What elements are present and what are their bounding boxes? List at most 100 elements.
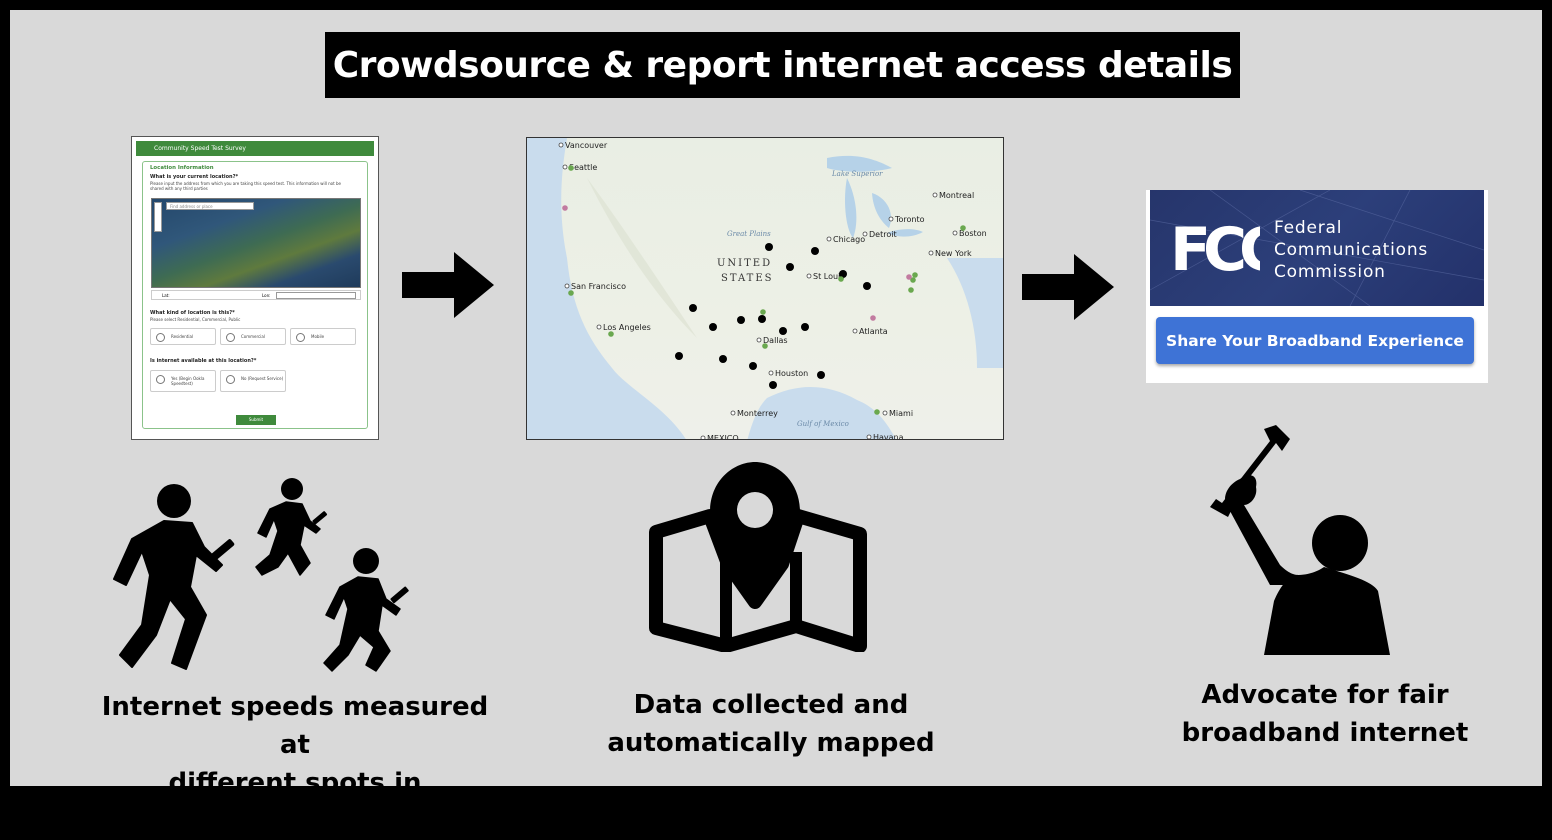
measurement-dot [960,225,966,231]
survey-location-map[interactable]: Find address or place [151,198,361,288]
city-marker [928,250,934,256]
lon-label: Lon: [262,293,271,298]
page-title: Crowdsource & report internet access det… [325,32,1240,98]
city-label: Havana [873,433,904,440]
city-marker [932,192,938,198]
city-label: Toronto [894,215,925,224]
city-marker [952,230,958,236]
measurement-dot [786,263,794,271]
step3-caption-line1: Advocate for fair [1201,680,1449,710]
gulf-shape [747,387,896,439]
survey-submit-button[interactable]: Submit [236,415,276,425]
city-label: Boston [959,229,987,238]
lake-erie-shape [887,229,923,237]
city-marker [768,370,774,376]
measurement-dot [719,355,727,363]
advocate-pen-icon [1210,425,1390,655]
map-country-label-2: STATES [721,273,773,284]
city-label: Houston [775,369,808,378]
survey-question-type-help: Please select Residential, Commercial, P… [150,317,241,322]
step1-caption-line2: different spots in community [168,768,422,836]
option-commercial[interactable]: Commercial [220,328,286,345]
option-residential[interactable]: Residential [150,328,216,345]
speed-map[interactable]: UNITED STATES Great Plains Lake Superior… [526,137,1004,440]
city-label: Vancouver [565,141,608,150]
city-marker [888,216,894,222]
fcc-banner: FCC Federal Communications Commission [1150,190,1484,306]
option-yes[interactable]: Yes (Begin Ookla Speedtest) [150,370,216,392]
measurement-dot [906,274,912,280]
share-broadband-button[interactable]: Share Your Broadband Experience [1156,317,1474,364]
city-marker [558,142,564,148]
measurement-dot [568,165,574,171]
lake-huron-shape [872,193,892,228]
step2-caption: Data collected and automatically mapped [590,686,952,762]
measurement-dot [863,282,871,290]
city-marker [866,434,872,439]
measurement-dot [709,323,717,331]
city-label: San Francisco [571,282,626,291]
city-label: Seattle [569,163,597,172]
map-lake-label: Lake Superior [831,170,883,178]
lake-superior-shape [827,155,892,172]
measurement-dots [562,165,966,415]
map-region-label: Great Plains [727,230,771,238]
measurement-dot [562,205,568,211]
step3-caption-line2: broadband internet [1181,718,1469,748]
city-label: New York [935,249,972,258]
measurement-dot [779,327,787,335]
measurement-dot [817,371,825,379]
measurement-dot [801,323,809,331]
measurement-dot [839,270,847,278]
survey-screenshot: Community Speed Test Survey Location Inf… [131,136,379,440]
measurement-dot [910,277,916,283]
zoom-control[interactable] [154,202,162,232]
survey-header: Community Speed Test Survey [136,141,374,156]
city-label: Detroit [869,230,897,239]
survey-question-location-help: Please input the address from which you … [150,181,341,191]
option-no[interactable]: No (Request Service) [220,370,286,392]
arrow-right-icon [1022,254,1114,320]
fcc-network-pattern [1150,190,1484,306]
survey-question-available: Is internet available at this location?* [150,358,257,364]
step1-caption: Internet speeds measured at different sp… [90,688,500,840]
measurement-dot [874,409,880,415]
survey-question-location: What is your current location?* [150,174,239,180]
lake-michigan-shape [845,178,857,238]
measurement-dot [838,276,844,282]
measurement-dot [760,309,766,315]
fcc-name-line2: Communications [1274,240,1429,260]
city-label: Monterrey [737,409,778,418]
survey-search-input[interactable]: Find address or place [166,202,254,210]
city-label: Chicago [833,235,865,244]
map-pin-icon [649,462,867,652]
city-marker [700,435,706,439]
measurement-dot [870,315,876,321]
lat-label: Lat: [162,293,170,298]
city-marker [852,328,858,334]
city-label: Dallas [763,336,788,345]
measurement-dot [811,247,819,255]
fcc-name-line3: Commission [1274,262,1386,282]
measurement-dot [689,304,697,312]
survey-card: Location Information What is your curren… [142,161,368,429]
measurement-dot [749,362,757,370]
city-label: Montreal [939,191,974,200]
survey-coordinates-row: Lat: Lon: [151,290,361,300]
survey-question-type: What kind of location is this?* [150,310,235,316]
city-label: Los Angeles [603,323,651,332]
lon-input[interactable] [276,292,356,299]
pacific-ocean-shape [527,138,612,368]
option-mobile[interactable]: Mobile [290,328,356,345]
measurement-dot [675,352,683,360]
measurement-dot [758,315,766,323]
measurement-dot [765,243,773,251]
city-marker [882,410,888,416]
arrow-right-icon [402,252,494,318]
city-marker [806,273,812,279]
city-marker [862,231,868,237]
measurement-dot [568,290,574,296]
fcc-name-line1: Federal [1274,218,1343,238]
city-marker [756,337,762,343]
